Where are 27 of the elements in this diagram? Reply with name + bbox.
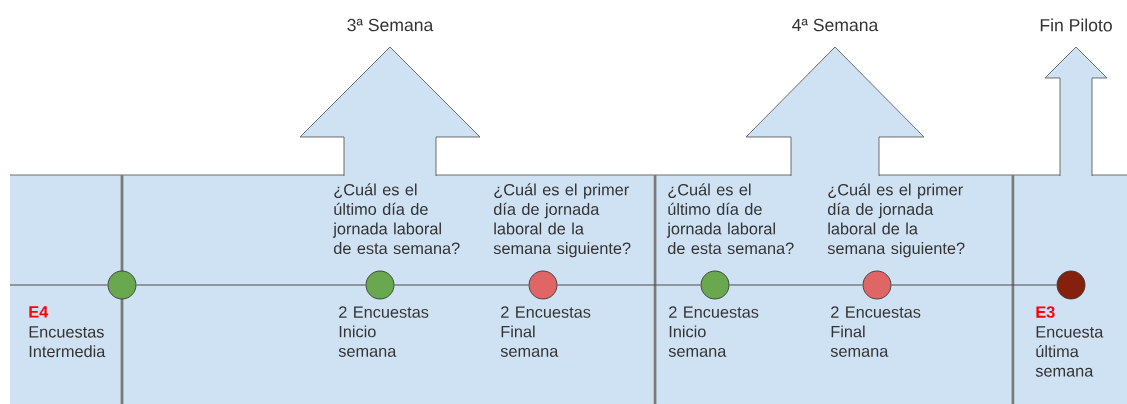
survey-label: Encuesta última semana <box>1035 326 1104 377</box>
timeline-dot <box>862 270 892 300</box>
survey-label: 2 Encuestas Inicio semana <box>668 306 759 357</box>
timeline-line <box>890 284 1058 286</box>
arrow-title: Fin Piloto <box>1040 18 1112 32</box>
timeline-line <box>9 284 109 286</box>
survey-label: 2 Encuestas Final semana <box>500 306 591 357</box>
survey-label: 2 Encuestas Final semana <box>830 306 921 357</box>
timeline-dot <box>365 270 395 300</box>
timeline-dot <box>1056 270 1086 300</box>
timeline-dot <box>528 270 558 300</box>
question-text: ¿Cuál es el último día de jornada laboral de esta semana? <box>666 183 794 255</box>
timeline-line <box>135 284 367 286</box>
survey-code: E3 <box>1036 306 1055 318</box>
timeline-dot <box>700 270 730 300</box>
survey-label: 2 Encuestas Inicio semana <box>338 306 429 357</box>
survey-code: E4 <box>29 306 49 318</box>
timeline-line <box>556 284 702 286</box>
question-text: ¿Cuál es el primer día de jornada laboral de la semana siguiente? <box>827 183 965 258</box>
question-text: ¿Cuál es el último día de jornada laboral de esta semana? <box>332 183 460 255</box>
arrow-title: 3ª Semana <box>347 18 434 32</box>
timeline-line <box>728 284 864 286</box>
timeline-line <box>393 284 530 286</box>
timeline-dot <box>107 270 137 300</box>
question-text: ¿Cuál es el primer día de jornada laboral de la semana siguiente? <box>493 183 631 258</box>
arrow-title: 4ª Semana <box>792 18 879 32</box>
survey-label: Encuestas Intermedia <box>29 326 106 358</box>
